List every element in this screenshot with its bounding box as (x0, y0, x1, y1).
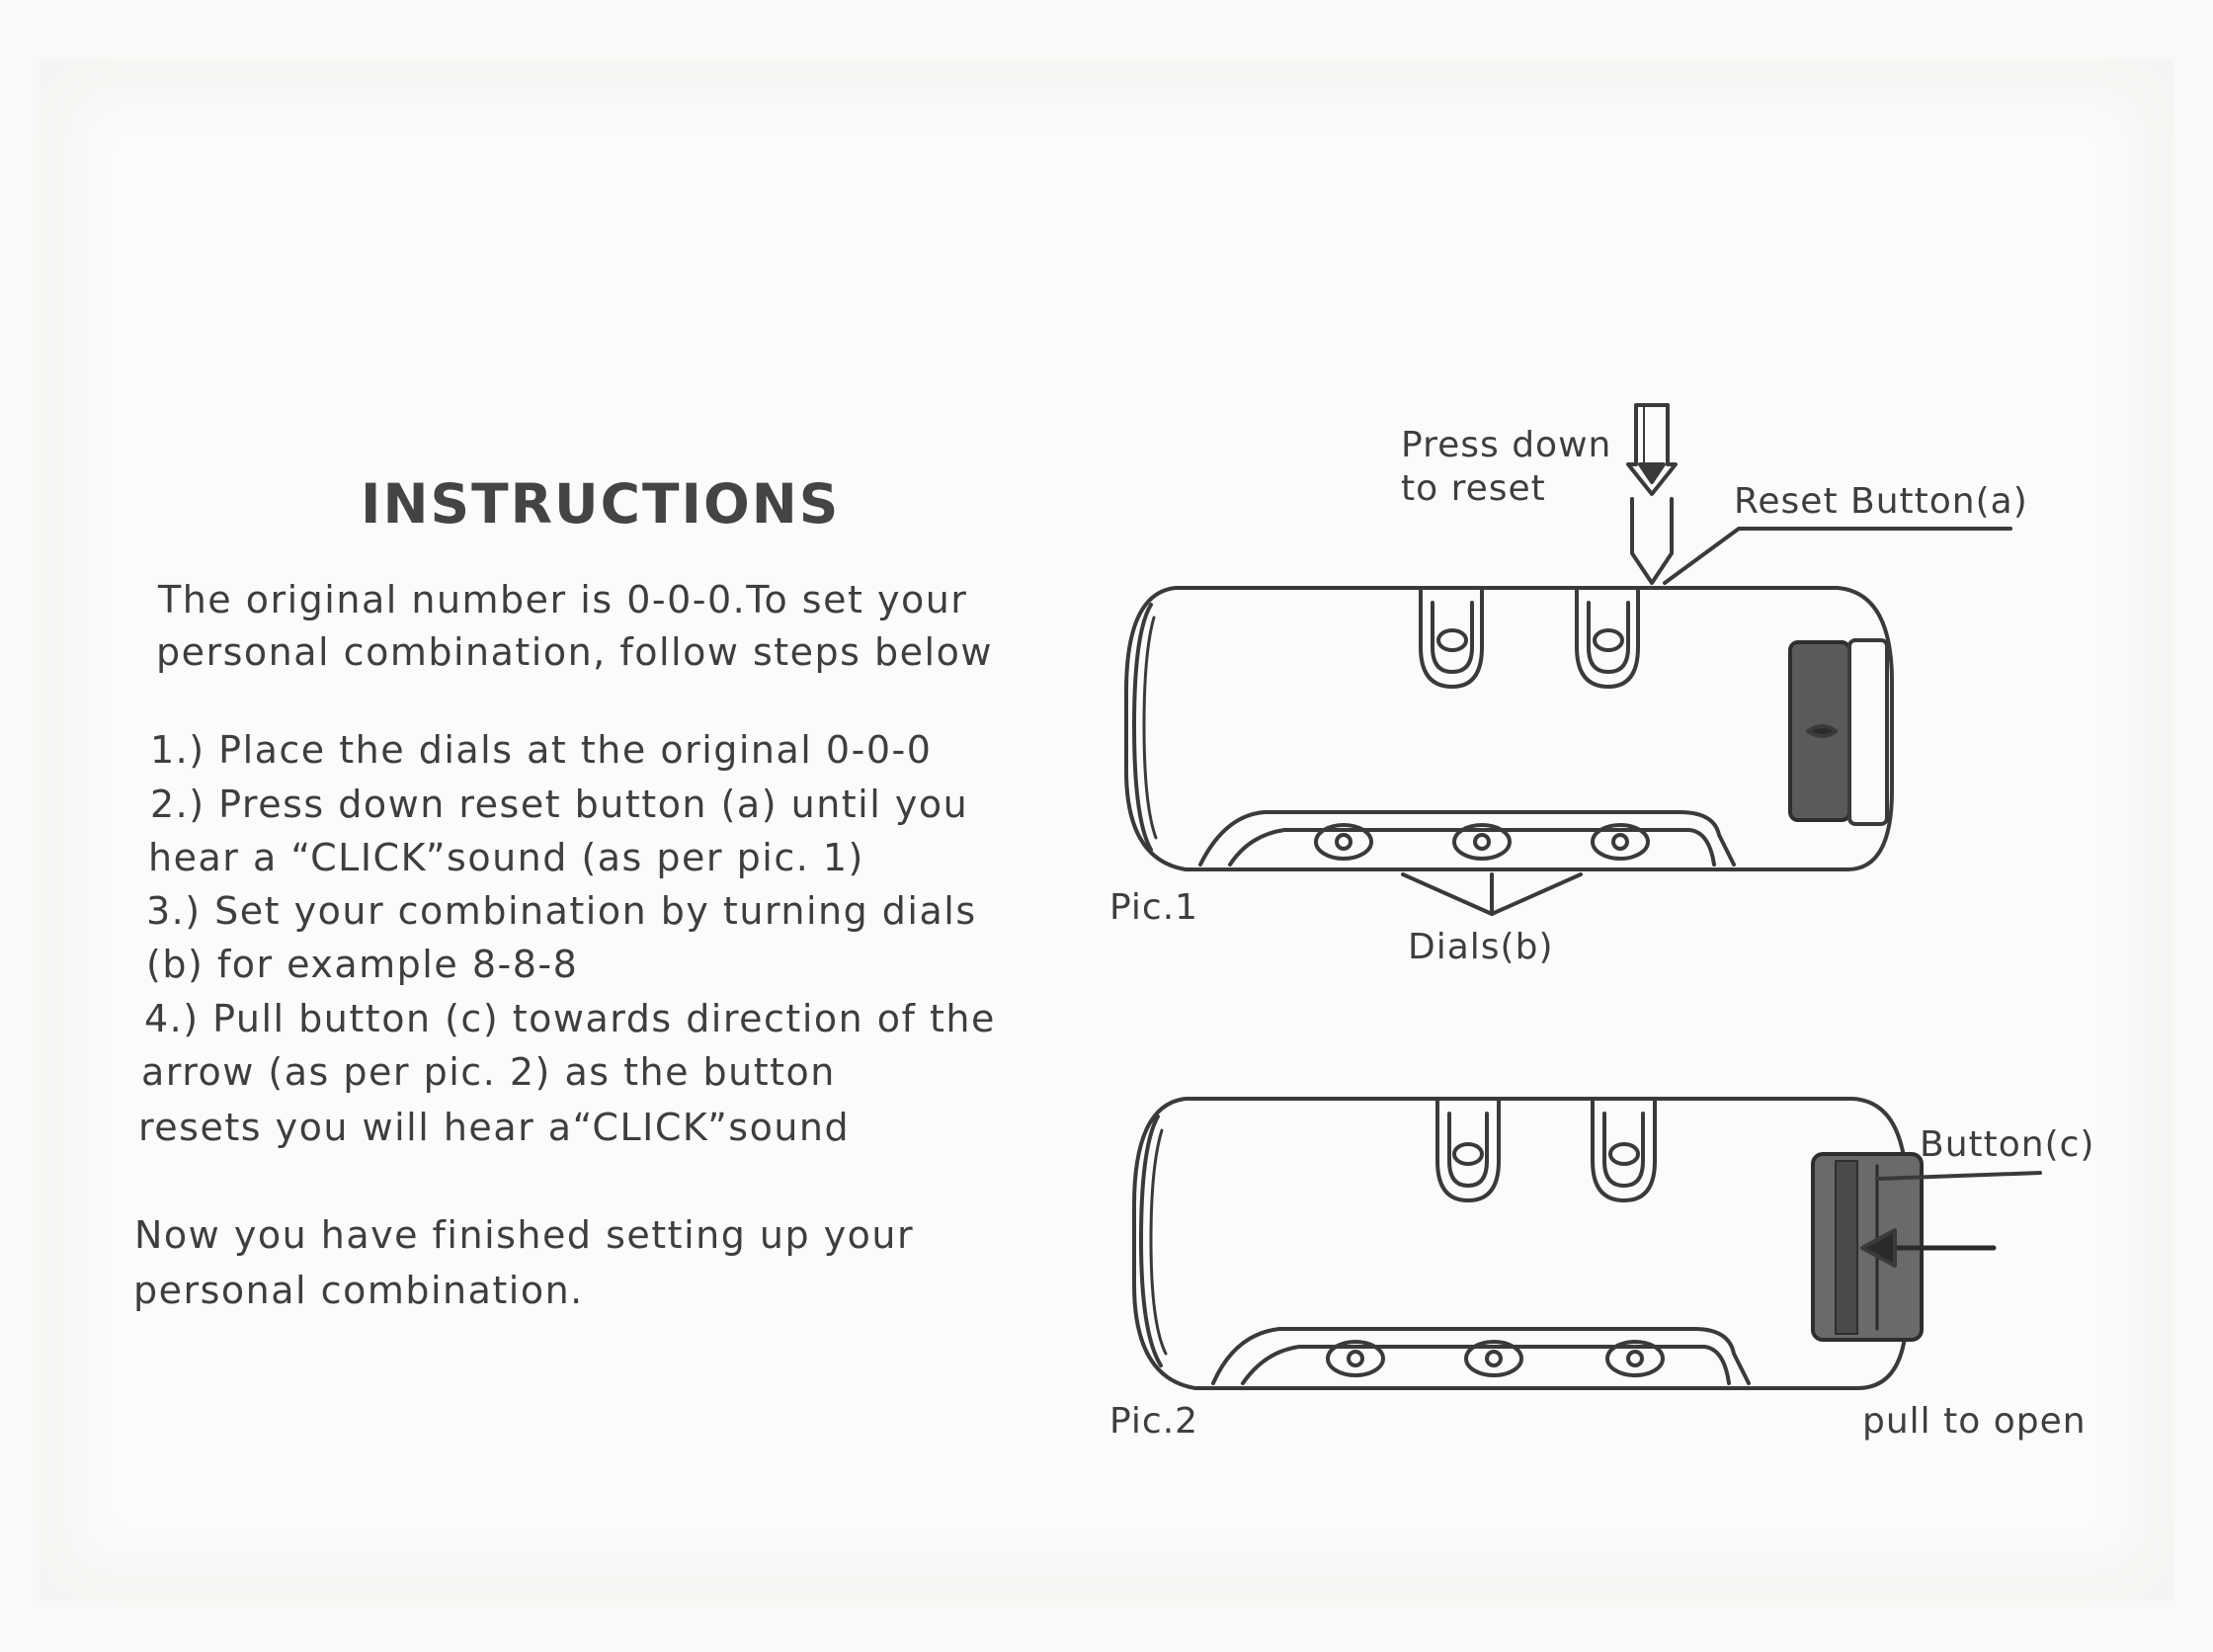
closing-line: Now you have finished setting up your (134, 1213, 915, 1257)
lock-pic1 (1124, 403, 2012, 916)
intro-line: The original number is 0-0-0.To set your (158, 578, 968, 621)
reset-button-label: Reset Button(a) (1734, 481, 2028, 522)
step-line: arrow (as per pic. 2) as the button (141, 1050, 836, 1094)
lock-pic2 (1132, 1097, 2042, 1390)
pic2-caption: Pic.2 (1109, 1401, 1199, 1442)
page-title: INSTRUCTIONS (361, 472, 841, 536)
step-line: 2.) Press down reset button (a) until yo… (150, 783, 969, 826)
button-c-label: Button(c) (1920, 1124, 2095, 1165)
step-line: (b) for example 8-8-8 (146, 943, 579, 986)
step-line: 4.) Pull button (c) towards direction of… (144, 997, 996, 1040)
pull-to-open-label: pull to open (1862, 1401, 2087, 1442)
press-down-label: Press down (1401, 425, 1612, 465)
closing-line: personal combination. (133, 1269, 584, 1312)
step-line: 1.) Place the dials at the original 0-0-… (150, 728, 933, 772)
intro-line: personal combination, follow steps below (156, 630, 993, 674)
pic1-caption: Pic.1 (1109, 887, 1199, 928)
step-line: resets you will hear a“CLICK”sound (138, 1106, 851, 1149)
dials-label: Dials(b) (1408, 927, 1554, 967)
instruction-sheet (40, 59, 2173, 1601)
press-down-label: to reset (1401, 468, 1546, 509)
step-line: 3.) Set your combination by turning dial… (146, 889, 977, 933)
step-line: hear a “CLICK”sound (as per pic. 1) (148, 836, 864, 879)
